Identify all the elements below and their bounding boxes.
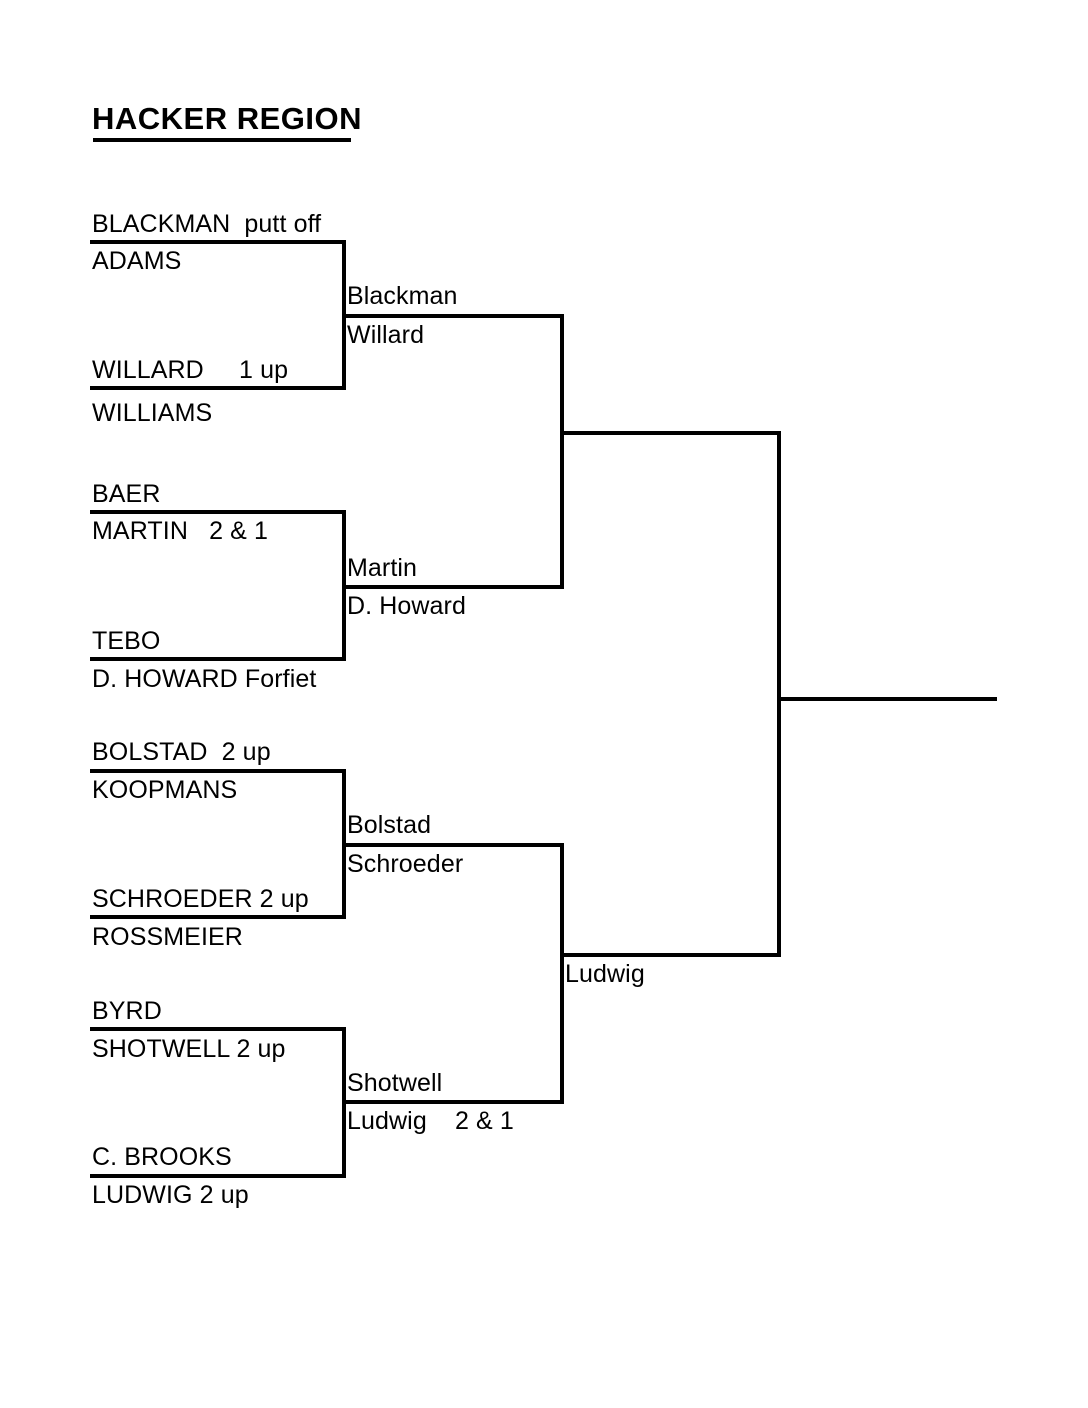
r1-slot-13-byrd: BYRD: [92, 997, 162, 1025]
r1-slot-8-dhoward: D. HOWARD Forfiet: [92, 665, 317, 693]
r2-slot-1-blackman: Blackman: [347, 282, 458, 310]
r1-slot-6-martin: MARTIN 2 & 1: [92, 517, 268, 545]
r1-match7-top-line: [90, 1027, 346, 1031]
r1-slot-9-bolstad: BOLSTAD 2 up: [92, 738, 271, 766]
r1-slot-11-schroeder: SCHROEDER 2 up: [92, 885, 309, 913]
r1-match8-top-line: [90, 1174, 346, 1178]
r2-match4-top-line: [344, 1100, 562, 1104]
page-title: HACKER REGION: [92, 101, 372, 136]
r1-match4-top-line: [90, 657, 346, 661]
r1-slot-14-shotwell: SHOTWELL 2 up: [92, 1035, 286, 1063]
r1-slot-7-tebo: TEBO: [92, 627, 161, 655]
r1-match1-top-line: [90, 240, 346, 244]
r1-slot-1-blackman: BLACKMAN putt off: [92, 210, 322, 238]
r1-slot-2-adams: ADAMS: [92, 247, 182, 275]
r1-slot-5-baer: BAER: [92, 480, 161, 508]
r4-final-line: [777, 697, 997, 701]
page-title-underline: [93, 138, 351, 142]
r3-lower-line: [562, 953, 781, 957]
r2-slot-2-willard: Willard: [347, 321, 425, 349]
r2-slot-6-schroeder: Schroeder: [347, 850, 464, 878]
r1-slot-16-ludwig: LUDWIG 2 up: [92, 1181, 249, 1209]
r2-slot-8-ludwig: Ludwig 2 & 1: [347, 1107, 514, 1135]
r1-match2-top-line: [90, 386, 346, 390]
r1-slot-3-willard: WILLARD 1 up: [92, 356, 289, 384]
r1-match5-top-line: [90, 769, 346, 773]
r2-match1-top-line: [344, 314, 562, 318]
r2-upper-connector: [560, 314, 564, 589]
r3-connector: [777, 431, 781, 957]
r1-match3-top-line: [90, 510, 346, 514]
r1-slot-4-williams: WILLIAMS: [92, 399, 213, 427]
r3-slot-ludwig: Ludwig: [565, 960, 645, 988]
r2-match2-top-line: [344, 585, 562, 589]
r2-slot-3-martin: Martin: [347, 554, 418, 582]
r1-slot-12-rossmeier: ROSSMEIER: [92, 923, 243, 951]
r2-match3-top-line: [344, 843, 562, 847]
r2-slot-4-dhoward: D. Howard: [347, 592, 466, 620]
r1-slot-15-cbrooks: C. BROOKS: [92, 1143, 232, 1171]
r2-slot-5-bolstad: Bolstad: [347, 811, 432, 839]
r3-upper-line: [562, 431, 781, 435]
r2-lower-connector: [560, 843, 564, 1104]
r1-slot-10-koopmans: KOOPMANS: [92, 776, 238, 804]
r2-slot-7-shotwell: Shotwell: [347, 1069, 443, 1097]
r1-match6-top-line: [90, 915, 346, 919]
